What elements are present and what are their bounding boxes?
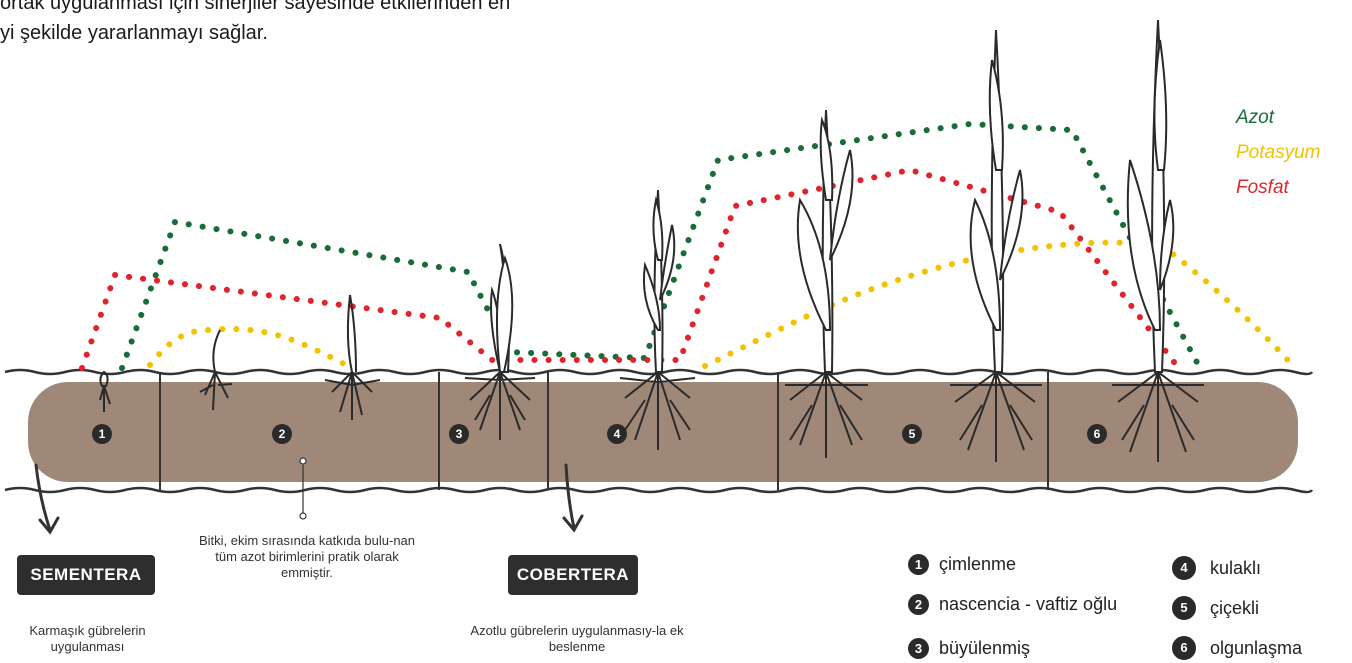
stage-3-label: büyülenmiş [939, 638, 1030, 659]
stage-4-number: 4 [1172, 556, 1196, 580]
stage-2-number: 2 [908, 594, 929, 615]
soil-stage-1-marker: 1 [92, 424, 112, 444]
stage-6-number: 6 [1172, 636, 1196, 660]
stage-legend-2: 2 nascencia - vaftiz oğlu [908, 594, 1117, 615]
stage-legend-3: 3 büyülenmiş [908, 638, 1030, 659]
stage-3-number: 3 [908, 638, 929, 659]
potasyum-curve [150, 243, 1295, 368]
soil-stage-2-marker: 2 [272, 424, 292, 444]
nutrient-legend: Azot Potasyum Fosfat [1236, 100, 1320, 205]
legend-potasyum: Potasyum [1236, 135, 1320, 170]
soil-stage-3-marker: 3 [449, 424, 469, 444]
stage-2-label: nascencia - vaftiz oğlu [939, 594, 1117, 615]
plant-stage-6 [1112, 20, 1204, 462]
soil-stage-6-marker: 6 [1087, 424, 1107, 444]
stage-legend-1: 1 çimlenme [908, 554, 1016, 575]
cobertera-description: Azotlu gübrelerin uygulanmasıy-la ek bes… [452, 623, 702, 655]
stage-legend-5: 5 çiçekli [1172, 596, 1259, 620]
legend-azot: Azot [1236, 100, 1320, 135]
callout-text: Bitki, ekim sırasında katkıda bulu-nan t… [192, 533, 422, 581]
cobertera-badge: COBERTERA [508, 555, 638, 595]
legend-fosfat: Fosfat [1236, 170, 1320, 205]
stage-6-label: olgunlaşma [1210, 638, 1302, 659]
callout-dot-top [300, 458, 306, 464]
callout-dot-bottom [300, 513, 306, 519]
soil-stage-5-marker: 5 [902, 424, 922, 444]
stage-4-label: kulaklı [1210, 558, 1261, 579]
ground-line-bottom [5, 488, 1312, 492]
stage-1-label: çimlenme [939, 554, 1016, 575]
stage-legend-6: 6 olgunlaşma [1172, 636, 1302, 660]
stage-5-label: çiçekli [1210, 598, 1259, 619]
soil-stage-4-marker: 4 [607, 424, 627, 444]
sementera-description: Karmaşık gübrelerin uygulanması [0, 623, 175, 655]
soil-band [28, 382, 1298, 482]
stage-legend-4: 4 kulaklı [1172, 556, 1261, 580]
stage-5-number: 5 [1172, 596, 1196, 620]
stage-1-number: 1 [908, 554, 929, 575]
sementera-badge: SEMENTERA [17, 555, 155, 595]
